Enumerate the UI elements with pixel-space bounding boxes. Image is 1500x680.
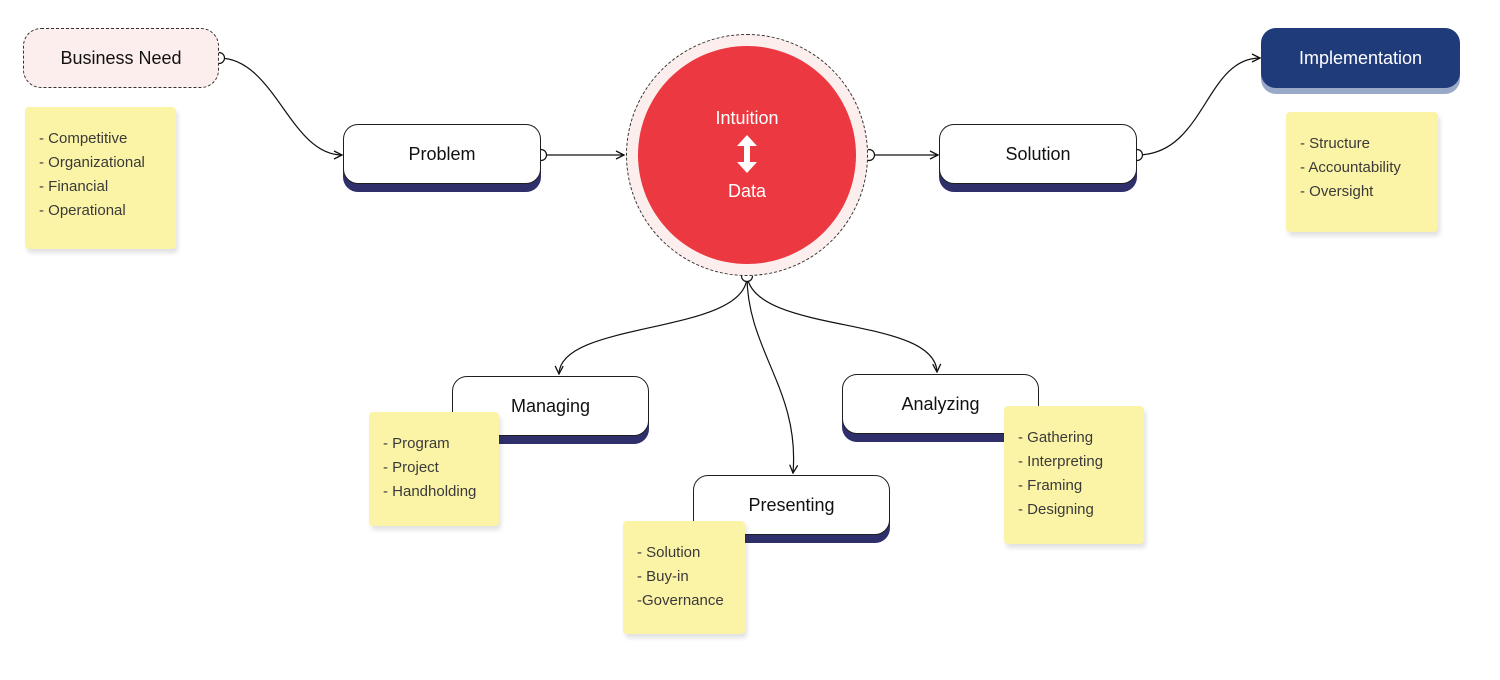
implementation-node[interactable]: Implementation xyxy=(1261,28,1460,88)
analyzing-label: Analyzing xyxy=(901,393,980,414)
note-item: -Governance xyxy=(637,592,724,609)
note-item: - Oversight xyxy=(1300,183,1374,200)
note-item: - Program xyxy=(383,435,450,452)
note-item: - Structure xyxy=(1300,135,1371,152)
note-item: - Buy-in xyxy=(637,568,689,585)
note-item: - Gathering xyxy=(1018,429,1094,446)
note-item: - Handholding xyxy=(383,483,477,500)
managing-note: - Program - Project - Handholding xyxy=(369,412,499,526)
intuition-data-hub[interactable]: Intuition Data xyxy=(638,46,856,264)
business-need-node[interactable]: Business Need xyxy=(23,28,219,88)
implementation-label: Implementation xyxy=(1298,47,1423,68)
note-item: - Framing xyxy=(1018,477,1083,494)
note-item: - Organizational xyxy=(39,154,145,171)
presenting-note: - Solution - Buy-in -Governance xyxy=(623,521,745,634)
hub-data-label: Data xyxy=(727,181,767,201)
note-item: - Designing xyxy=(1018,501,1094,518)
problem-label: Problem xyxy=(408,143,476,164)
note-item: - Interpreting xyxy=(1018,453,1104,470)
note-item: - Competitive xyxy=(39,130,128,147)
connector-hub-to-analyzing xyxy=(746,275,937,372)
note-item: - Operational xyxy=(39,202,126,219)
managing-label: Managing xyxy=(510,395,591,416)
business-need-note: - Competitive - Organizational - Financi… xyxy=(25,107,176,249)
note-item: - Financial xyxy=(39,178,109,195)
note-item: - Project xyxy=(383,459,439,476)
connector-solution-to-implementation xyxy=(1136,58,1260,156)
business-need-label: Business Need xyxy=(60,47,182,68)
presenting-label: Presenting xyxy=(748,494,835,515)
double-arrow-vertical-icon xyxy=(737,135,757,173)
note-item: - Solution xyxy=(637,544,701,561)
solution-node[interactable]: Solution xyxy=(939,124,1137,184)
analyzing-note: - Gathering - Interpreting - Framing - D… xyxy=(1004,406,1144,544)
connector-business-need-to-problem xyxy=(218,57,342,155)
hub-intuition-label: Intuition xyxy=(715,108,779,128)
note-item: - Accountability xyxy=(1300,159,1401,176)
connector-hub-to-managing xyxy=(559,275,748,374)
implementation-note: - Structure - Accountability - Oversight xyxy=(1286,112,1438,232)
solution-label: Solution xyxy=(1005,143,1071,164)
connector-hub-to-presenting xyxy=(746,275,794,473)
problem-node[interactable]: Problem xyxy=(343,124,541,184)
